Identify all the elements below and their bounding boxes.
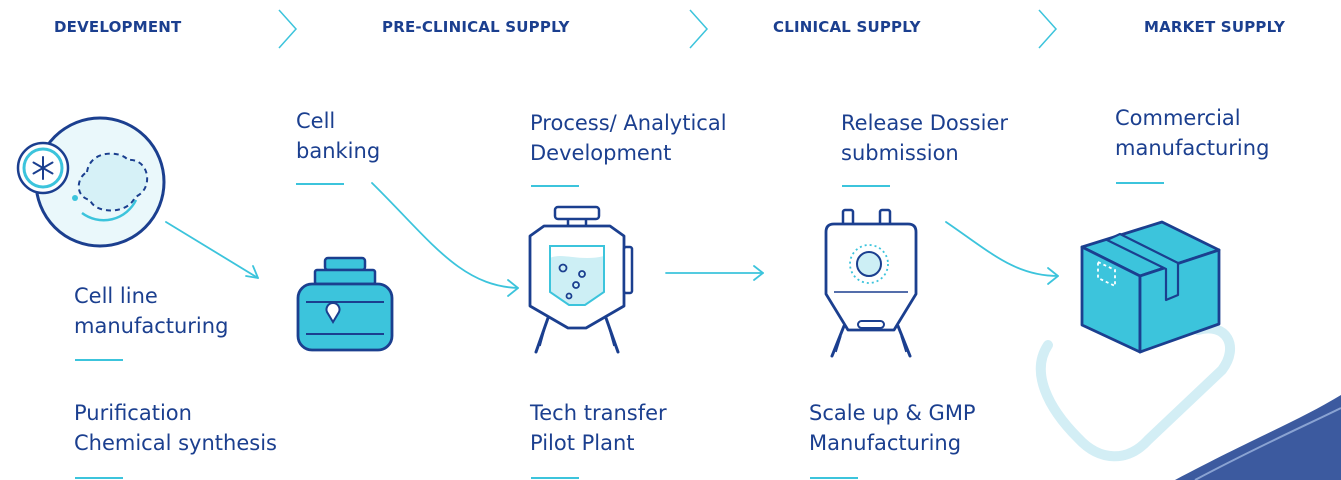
corner-swoosh [1175, 395, 1341, 480]
label-underline [531, 477, 579, 479]
label-line: Release Dossier [841, 111, 1009, 135]
arrow-banking-to-bioreactor [371, 182, 519, 289]
label-line: Development [530, 141, 672, 165]
bioreactor-icon [528, 205, 634, 354]
phase-chevron [689, 9, 709, 49]
arrowhead [1047, 267, 1059, 285]
label-line: Purification [74, 401, 192, 425]
label-scale-up: Scale up & GMP Manufacturing [809, 398, 976, 458]
label-line: manufacturing [1115, 136, 1270, 160]
label-line: Chemical synthesis [74, 431, 277, 455]
label-commercial: Commercial manufacturing [1115, 103, 1269, 163]
label-underline [75, 477, 123, 479]
phase-chevron [278, 9, 298, 49]
corner-swoosh-highlight [1194, 407, 1341, 480]
label-line: Process/ Analytical [530, 111, 727, 135]
label-underline [1116, 182, 1164, 184]
arrow-petri-to-bank [165, 221, 259, 279]
label-line: Scale up & GMP [809, 401, 976, 425]
label-line: Tech transfer [530, 401, 667, 425]
label-process-analytical: Process/ Analytical Development [530, 108, 727, 168]
phase-development: DEVELOPMENT [54, 18, 182, 36]
cell-bank-container-icon [296, 256, 394, 352]
label-line: Cell line [74, 284, 158, 308]
label-line: Commercial [1115, 106, 1241, 130]
label-underline [75, 359, 123, 361]
arrow-tank-to-box [945, 221, 1059, 277]
label-release-dossier: Release Dossier submission [841, 108, 1008, 168]
label-cell-line: Cell line manufacturing [74, 281, 228, 341]
tank-reactor-icon [824, 208, 918, 358]
label-underline [810, 477, 858, 479]
label-line: manufacturing [74, 314, 229, 338]
arrowhead [753, 265, 764, 281]
label-cell-banking: Cell banking [296, 106, 380, 166]
arrowhead [507, 279, 519, 297]
label-line: Cell [296, 109, 336, 133]
phase-chevron [1038, 9, 1058, 49]
phase-market-supply: MARKET SUPPLY [1144, 18, 1286, 36]
label-underline [296, 183, 344, 185]
label-underline [842, 185, 890, 187]
label-line: banking [296, 139, 381, 163]
phase-pre-clinical-supply: PRE-CLINICAL SUPPLY [382, 18, 570, 36]
label-line: Pilot Plant [530, 431, 635, 455]
phase-clinical-supply: CLINICAL SUPPLY [773, 18, 921, 36]
label-purification: Purification Chemical synthesis [74, 398, 277, 458]
label-underline [531, 185, 579, 187]
label-tech-transfer: Tech transfer Pilot Plant [530, 398, 667, 458]
petri-dish-snowflake-icon [16, 116, 166, 248]
shipping-box-icon [1035, 220, 1236, 462]
arrowhead [245, 265, 259, 279]
label-line: submission [841, 141, 959, 165]
label-line: Manufacturing [809, 431, 962, 455]
flow-arrows [165, 182, 1059, 297]
